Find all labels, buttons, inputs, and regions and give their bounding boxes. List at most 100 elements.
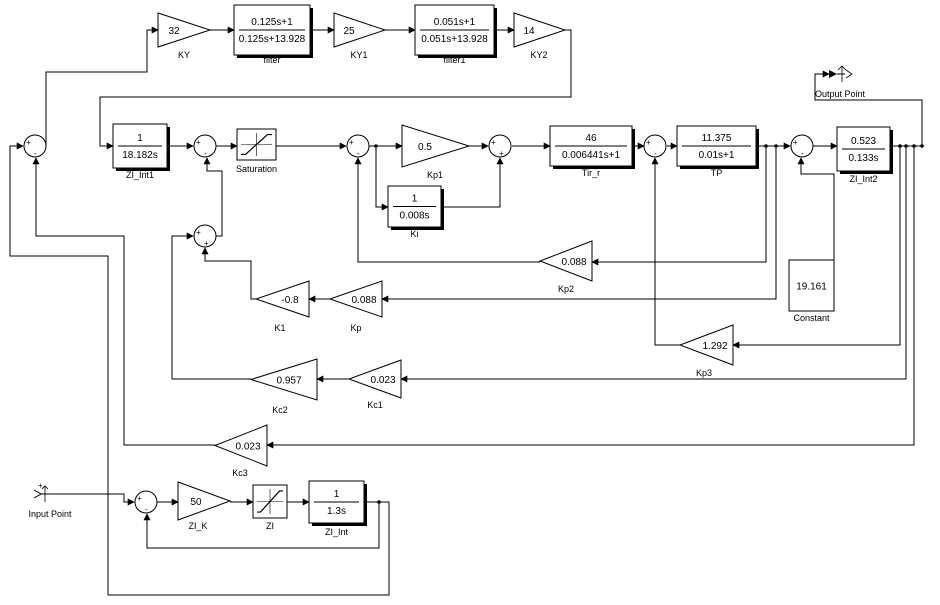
gain-triangle	[213, 424, 268, 467]
plus-sign: +	[137, 494, 142, 503]
ky1-value: 25	[343, 26, 355, 37]
zi-k-label: ZI_K	[188, 521, 207, 531]
gain-triangle	[401, 124, 471, 168]
wire	[381, 146, 777, 303]
sum-junction[interactable]: ++	[193, 224, 217, 248]
saturation-saturation-label: Saturation	[236, 164, 277, 174]
kp2-label: Kp2	[558, 284, 574, 294]
tir-r-numerator: 46	[585, 133, 597, 144]
ki-numerator: 1	[412, 194, 418, 205]
tp-numerator: 11.375	[702, 133, 732, 144]
zi-int1-denominator: 18.182s	[122, 150, 158, 161]
kp-label: Kp	[350, 323, 361, 333]
zi-saturation[interactable]: ZI	[252, 484, 288, 531]
wire	[375, 146, 389, 211]
ki-label: Ki	[410, 229, 418, 239]
sum-circle	[134, 490, 158, 514]
zi-int1-label: ZI_Int1	[126, 170, 154, 180]
kc1-value: 0.023	[370, 375, 395, 386]
branch-dot	[904, 144, 908, 148]
k1-value: -0.8	[281, 295, 299, 306]
kp1-value: 0.5	[418, 142, 432, 153]
tp-label: TP	[711, 168, 723, 178]
branch-dot	[920, 144, 924, 148]
zi-k-value: 50	[190, 497, 202, 508]
sum-junction[interactable]: +-	[23, 134, 47, 158]
sat-curve	[257, 490, 283, 513]
wire	[814, 70, 923, 146]
wire	[171, 232, 251, 380]
gain-triangle	[678, 324, 734, 366]
sum-circle	[643, 134, 667, 158]
output-port-label: Output Point	[815, 89, 866, 99]
minus-sign: -	[145, 505, 148, 514]
minus-sign: -	[654, 149, 657, 158]
minus-sign: -	[801, 149, 804, 158]
ky2-label: KY2	[530, 50, 547, 60]
tir-r-denominator: 0.006441s+1	[562, 150, 621, 161]
sum-circle	[346, 134, 370, 158]
branch-dot	[374, 144, 378, 148]
sat-curve	[241, 133, 272, 156]
constant-label: Constant	[793, 313, 830, 323]
gain-triangle	[538, 240, 593, 282]
sum-junction[interactable]: +-	[134, 490, 158, 514]
sum-junction[interactable]: +-	[790, 134, 814, 158]
zi-int2-denominator: 0.133s	[848, 153, 878, 164]
sum-junction[interactable]: +-	[346, 134, 370, 158]
zi-int1-numerator: 1	[137, 133, 143, 144]
wire	[651, 157, 680, 346]
sum-circle	[193, 224, 217, 248]
wire	[797, 157, 835, 287]
sum-circle	[23, 134, 47, 158]
k1-gain[interactable]: -0.8K1	[254, 280, 310, 333]
zi-int-label: ZI_Int	[325, 527, 349, 537]
sum-junction[interactable]: +-	[643, 134, 667, 158]
ky-value: 32	[168, 26, 180, 37]
wire	[45, 26, 159, 146]
sum-junction[interactable]: +-	[193, 134, 217, 158]
wire	[266, 146, 915, 449]
sum-circle	[790, 134, 814, 158]
zi-int-numerator: 1	[334, 489, 340, 500]
sum-circle	[488, 134, 512, 158]
wire	[203, 157, 223, 237]
plus-sign: +	[196, 138, 201, 147]
plus-sign: +	[349, 138, 354, 147]
zi-saturation-label: ZI	[266, 521, 274, 531]
wire	[143, 502, 380, 549]
input-port[interactable]: + Input Point	[28, 481, 72, 519]
branch-dot	[377, 500, 381, 504]
gain-triangle	[157, 12, 212, 48]
filter1-numerator: 0.051s+1	[434, 17, 476, 28]
ki-denominator: 0.008s	[399, 211, 429, 222]
output-port[interactable]: Output Point	[815, 65, 866, 99]
sum-junction[interactable]: ++	[488, 134, 512, 158]
wire	[354, 157, 540, 263]
ky2-value: 14	[523, 26, 535, 37]
wire	[591, 146, 767, 266]
saturation-saturation[interactable]: Saturation	[236, 128, 277, 174]
minus-sign: -	[34, 149, 37, 158]
kp3-label: Kp3	[696, 368, 712, 378]
